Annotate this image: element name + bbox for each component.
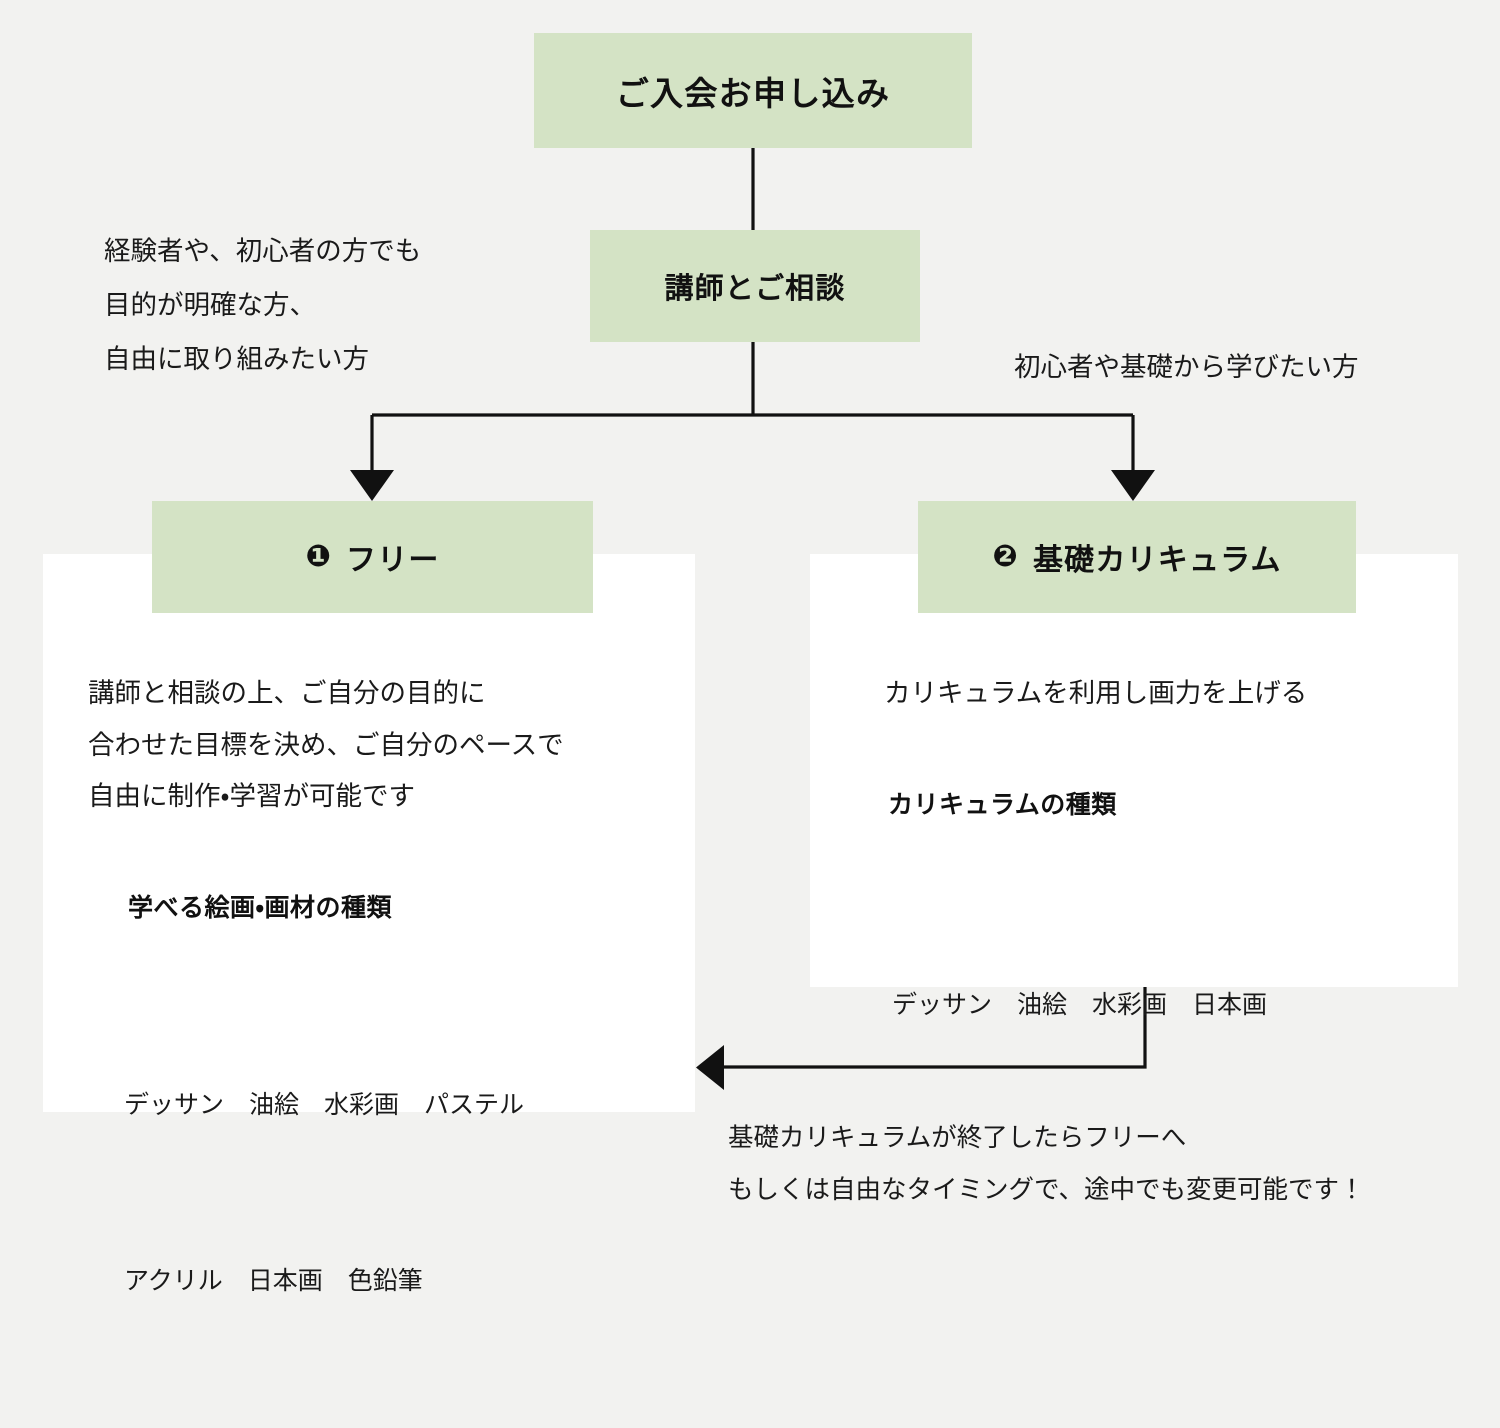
option-basic-item-line-1: デッサン 油絵 水彩画 日本画 [892,990,1268,1019]
footer-note-line-2: もしくは自由なタイミングで、途中でも変更可能です！ [728,1176,1365,1205]
branch-note-left-line-3: 自由に取り組みたい方 [104,344,369,375]
option-basic-description-line-1: カリキュラムを利用し画力を上げる [884,678,1308,708]
option-basic-item-list: デッサン 油絵 水彩画 日本画 [892,858,1267,1152]
option-header-basic[interactable]: ❷ 基礎カリキュラム [918,501,1356,613]
option-header-free[interactable]: ❶ フリー [152,501,593,613]
arrowhead-left [350,470,394,501]
branch-note-left-line-2: 目的が明確な方、 [104,290,316,321]
step-box-application-label: ご入会お申し込み [615,74,891,112]
option-basic-subheading: カリキュラムの種類 [888,791,1117,819]
footer-note: 基礎カリキュラムが終了したらフリーへ もしくは自由なタイミングで、途中でも変更可… [728,1112,1364,1217]
branch-note-left-line-1: 経験者や、初心者の方でも [104,236,422,266]
option-free-description-line-3: 自由に制作・学習が可能です [88,781,416,812]
branch-note-right-line-1: 初心者や基礎から学びたい方 [1014,352,1359,382]
step-box-consultation[interactable]: 講師とご相談 [590,230,920,342]
arrowhead-right [1111,470,1155,501]
option-free-item-line-1: デッサン 油絵 水彩画 パステル [124,1090,525,1119]
option-free-item-list: デッサン 油絵 水彩画 パステル アクリル 日本画 色鉛筆 [124,958,524,1428]
option-free-description-line-1: 講師と相談の上、ご自分の目的に [88,678,486,708]
option-title-free: フリー [346,544,440,577]
option-card-basic [810,554,1458,987]
arrowhead-return [696,1045,724,1090]
option-free-description-line-2: 合わせた目標を決め、ご自分のペースで [88,729,564,760]
option-marker-1: ❶ [305,540,332,573]
option-card-free [43,554,695,1112]
branch-note-right: 初心者や基礎から学びたい方 [1014,340,1359,394]
branch-note-left: 経験者や、初心者の方でも 目的が明確な方、 自由に取り組みたい方 [104,224,421,386]
footer-note-line-1: 基礎カリキュラムが終了したらフリーへ [728,1124,1187,1152]
option-free-item-line-2: アクリル 日本画 色鉛筆 [124,1266,423,1295]
option-free-description: 講師と相談の上、ご自分の目的に 合わせた目標を決め、ご自分のペースで 自由に制作… [88,668,564,823]
flowchart-canvas: ご入会お申し込み 講師とご相談 経験者や、初心者の方でも 目的が明確な方、 自由… [43,33,1458,1295]
step-box-application[interactable]: ご入会お申し込み [534,33,972,148]
option-free-subheading: 学べる絵画・画材の種類 [128,894,393,922]
option-marker-2: ❷ [992,540,1019,573]
step-box-consultation-label: 講師とご相談 [664,273,846,305]
option-basic-description: カリキュラムを利用し画力を上げる [884,668,1307,720]
option-title-basic: 基礎カリキュラム [1032,544,1282,577]
